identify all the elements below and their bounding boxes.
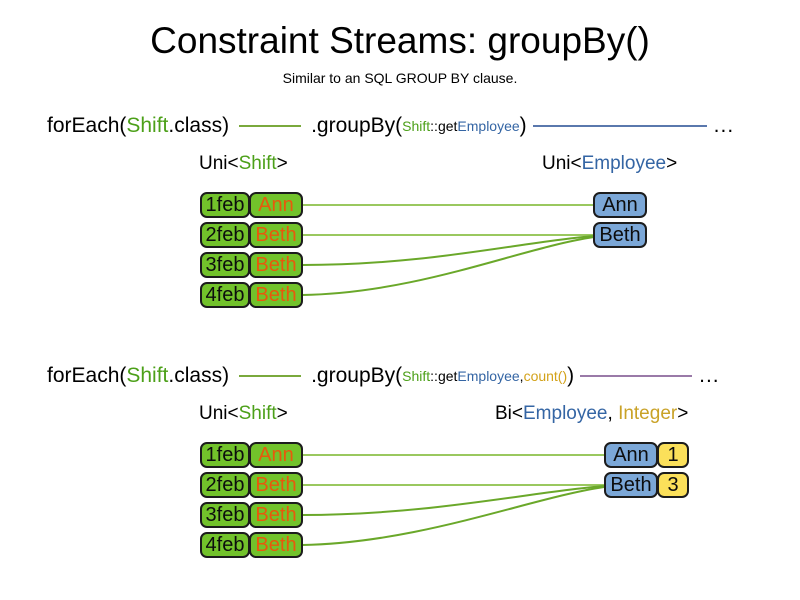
employee-box[interactable]: Beth <box>604 472 658 498</box>
code-line-2: forEach(Shift.class) .groupBy(Shift::get… <box>47 362 720 390</box>
code2-ref-get: get <box>437 368 458 384</box>
code2-rule-before-groupby <box>239 375 302 377</box>
code1-ref-prop: Employee <box>457 118 520 134</box>
code2-ref-sep: :: <box>430 368 438 384</box>
type2r-arg-a: Employee <box>523 403 608 424</box>
type-label-left-1: Uni<Shift> <box>199 152 288 176</box>
wire-3feb-beth <box>301 235 595 266</box>
shift-date-box[interactable]: 2feb <box>200 222 250 248</box>
employee-box[interactable]: Ann <box>604 442 658 468</box>
code2-ref-prop: Employee <box>457 368 520 384</box>
employee-box[interactable]: Ann <box>593 192 647 218</box>
type1r-prefix: Uni< <box>542 153 582 174</box>
wire2-4feb-beth <box>301 486 605 546</box>
shift-employee-box[interactable]: Ann <box>249 192 303 218</box>
type1r-arg: Employee <box>581 153 667 174</box>
code1-foreach-open: forEach( <box>47 114 127 137</box>
type1l-suffix: > <box>276 153 288 174</box>
code2-ref-owner: Shift <box>402 368 431 384</box>
type2r-prefix: Bi< <box>495 403 523 424</box>
code1-groupby-close: ) <box>519 114 527 137</box>
shift-employee-box[interactable]: Beth <box>249 532 303 558</box>
shift-employee-box[interactable]: Beth <box>249 472 303 498</box>
shift-date-box[interactable]: 2feb <box>200 472 250 498</box>
wire2-3feb-beth <box>301 485 605 516</box>
code1-ref-get: get <box>437 118 458 134</box>
shift-date-box[interactable]: 4feb <box>200 282 250 308</box>
type2l-arg: Shift <box>238 403 277 424</box>
employee-box[interactable]: Beth <box>593 222 647 248</box>
code1-ellipsis: ... <box>713 114 735 137</box>
shift-employee-box[interactable]: Beth <box>249 282 303 308</box>
code-line-1: forEach(Shift.class) .groupBy(Shift::get… <box>47 112 734 140</box>
shift-employee-box[interactable]: Beth <box>249 502 303 528</box>
type-label-left-2: Uni<Shift> <box>199 402 288 426</box>
slide-title: Constraint Streams: groupBy() <box>150 20 650 61</box>
code2-rule-after-groupby <box>580 375 693 377</box>
count-box[interactable]: 1 <box>657 442 689 468</box>
code2-groupby-close: ) <box>567 364 575 387</box>
code2-foreach-type: Shift <box>126 364 169 387</box>
type2r-suffix: > <box>677 403 689 424</box>
type1r-suffix: > <box>666 153 678 174</box>
wires-section-1 <box>301 204 595 296</box>
type2l-suffix: > <box>276 403 288 424</box>
shift-employee-box[interactable]: Ann <box>249 442 303 468</box>
type2r-arg-sep: , <box>607 403 619 424</box>
code1-rule-after-groupby <box>532 125 707 127</box>
type-label-right-1: Uni<Employee> <box>542 152 677 176</box>
type1l-prefix: Uni< <box>199 153 239 174</box>
type2r-arg-b: Integer <box>618 403 678 424</box>
shift-employee-box[interactable]: Beth <box>249 222 303 248</box>
code1-foreach-close: .class) <box>168 114 230 137</box>
code2-foreach-open: forEach( <box>47 364 127 387</box>
code1-groupby-open: .groupBy( <box>311 114 403 137</box>
code1-ref-sep: :: <box>430 118 438 134</box>
wire-4feb-beth <box>301 236 595 296</box>
code2-collector-sep: , <box>519 368 524 384</box>
code2-collector: count() <box>523 368 568 384</box>
code2-ellipsis: ... <box>699 364 720 387</box>
shift-date-box[interactable]: 1feb <box>200 192 250 218</box>
code2-groupby-open: .groupBy( <box>311 364 403 387</box>
code1-foreach-type: Shift <box>126 114 169 137</box>
wires-section-2 <box>301 454 605 546</box>
code2-foreach-close: .class) <box>168 364 230 387</box>
type1l-arg: Shift <box>238 153 277 174</box>
shift-date-box[interactable]: 3feb <box>200 502 250 528</box>
count-box[interactable]: 3 <box>657 472 689 498</box>
shift-employee-box[interactable]: Beth <box>249 252 303 278</box>
shift-date-box[interactable]: 1feb <box>200 442 250 468</box>
code1-rule-before-groupby <box>239 125 302 127</box>
shift-date-box[interactable]: 4feb <box>200 532 250 558</box>
type2l-prefix: Uni< <box>199 403 239 424</box>
shift-date-box[interactable]: 3feb <box>200 252 250 278</box>
code1-ref-owner: Shift <box>402 118 431 134</box>
slide-subtitle: Similar to an SQL GROUP BY clause. <box>282 70 518 86</box>
type-label-right-2: Bi<Employee, Integer> <box>495 402 688 426</box>
